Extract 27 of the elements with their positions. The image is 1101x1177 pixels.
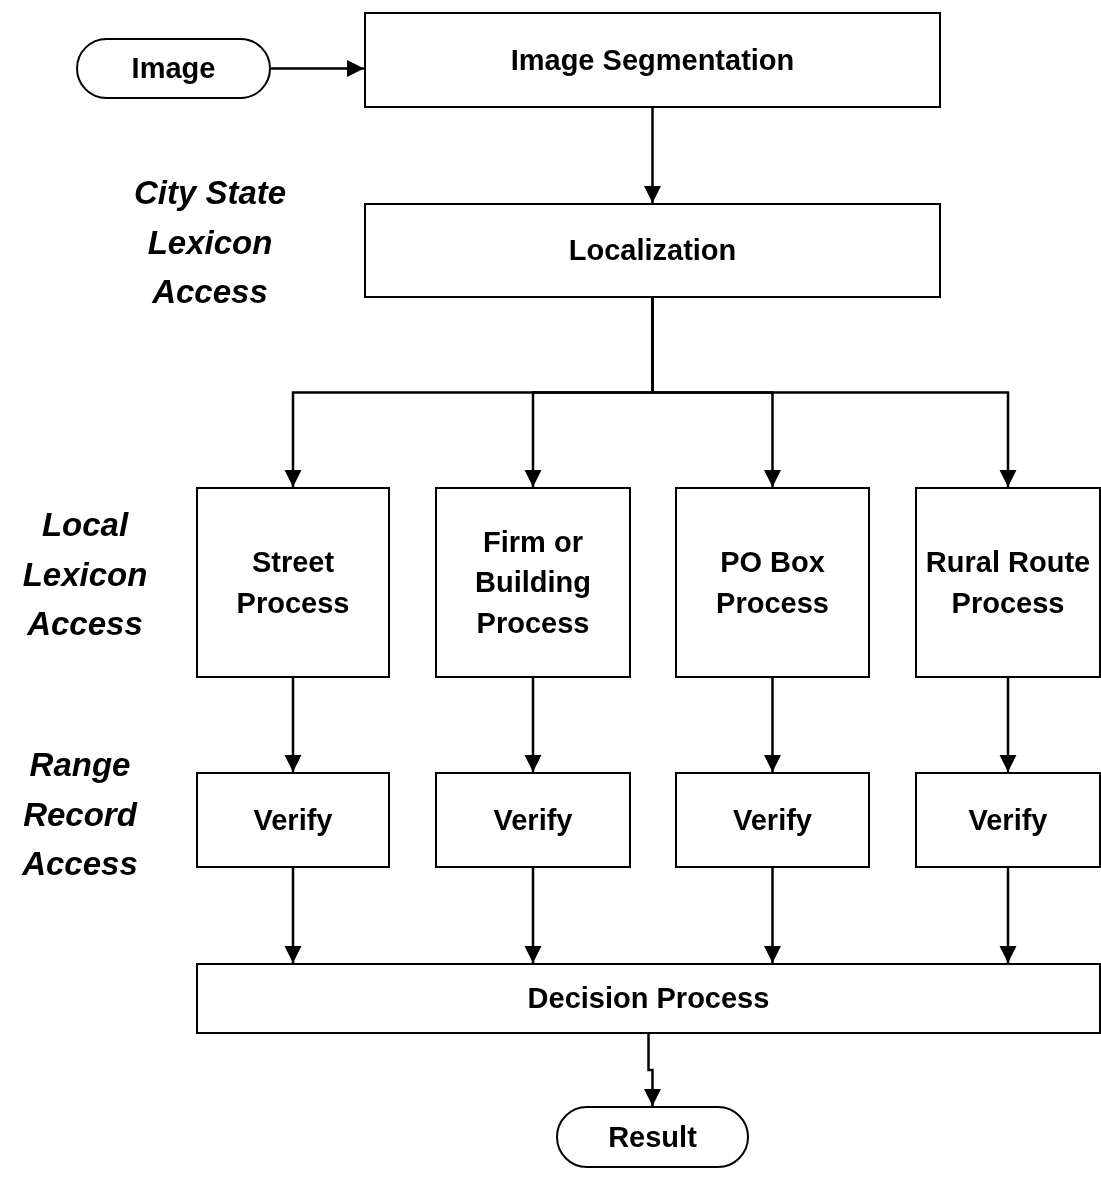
arrow xyxy=(763,678,782,772)
process-box: Rural Route Process xyxy=(915,487,1101,678)
arrow xyxy=(643,108,662,203)
terminal-shape: Image xyxy=(76,38,271,99)
process-box: Verify xyxy=(675,772,870,868)
arrow xyxy=(643,1034,662,1106)
process-box: Localization xyxy=(364,203,941,298)
process-box: Verify xyxy=(196,772,390,868)
arrow xyxy=(524,678,542,772)
process-box: Firm or Building Process xyxy=(435,487,631,678)
side-label: City State Lexicon Access xyxy=(132,173,288,312)
arrow xyxy=(524,868,542,963)
process-box: Image Segmentation xyxy=(364,12,941,108)
process-box: Verify xyxy=(915,772,1101,868)
terminal-shape: Result xyxy=(556,1106,749,1168)
arrow xyxy=(284,678,302,772)
arrow xyxy=(284,868,302,963)
side-label: Local Lexicon Access xyxy=(21,505,149,644)
process-box: Verify xyxy=(435,772,631,868)
arrow xyxy=(999,678,1017,772)
arrow xyxy=(763,868,782,963)
process-box: Street Process xyxy=(196,487,390,678)
process-box: Decision Process xyxy=(196,963,1101,1034)
side-label: Range Record Access xyxy=(21,745,139,884)
arrow xyxy=(271,59,364,78)
arrow xyxy=(999,868,1017,963)
process-box: PO Box Process xyxy=(675,487,870,678)
